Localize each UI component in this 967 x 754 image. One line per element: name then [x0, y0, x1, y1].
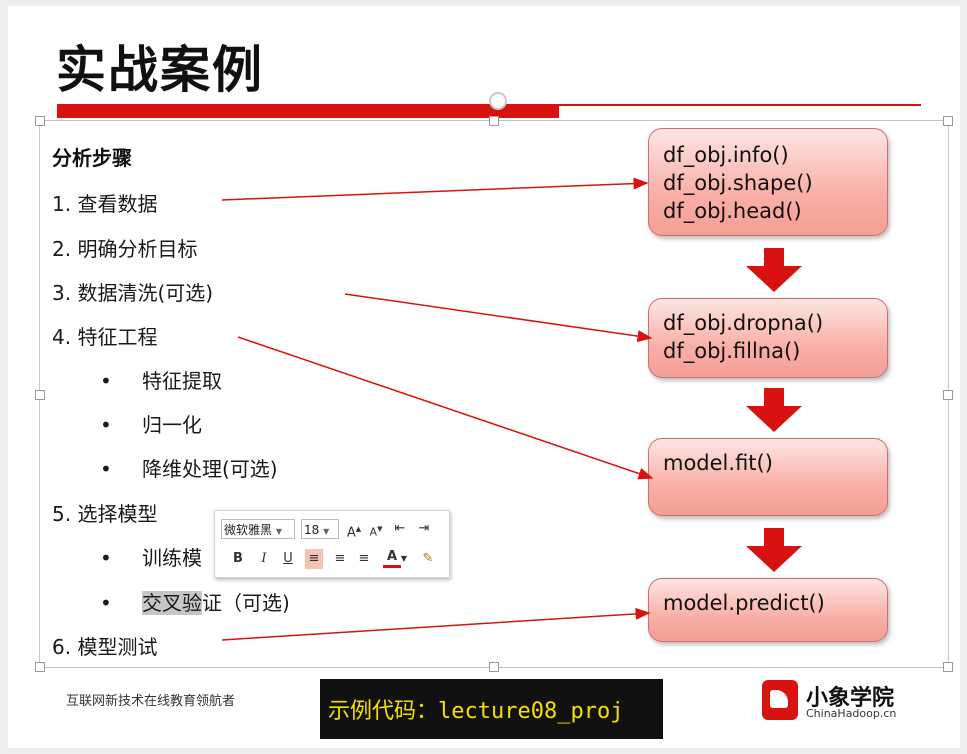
resize-handle-top-right[interactable]: [943, 116, 953, 126]
arrow-feature: [237, 336, 654, 480]
align-right-icon[interactable]: ≡: [358, 551, 370, 566]
title-underline-thin: [559, 104, 921, 106]
down-arrow-2: [746, 388, 802, 432]
resize-handle-bottom-right[interactable]: [943, 662, 953, 672]
code-box-fit: model.fit(): [648, 438, 888, 516]
align-left-icon[interactable]: ≡: [305, 549, 323, 569]
code-box-cleaning: df_obj.dropna() df_obj.fillna(): [648, 298, 888, 378]
italic-button[interactable]: I: [261, 551, 267, 566]
bold-button[interactable]: B: [233, 551, 243, 566]
footer-code-text: 示例代码：lecture08_proj: [328, 699, 624, 724]
footer-tagline: 互联网新技术在线教育领航者: [66, 694, 236, 709]
resize-handle-top[interactable]: [489, 116, 499, 126]
sub-step-feature-extraction: •特征提取: [100, 369, 222, 393]
logo-name: 小象学院: [806, 686, 895, 711]
steps-heading: 分析步骤: [52, 146, 132, 170]
format-painter-icon[interactable]: ✎: [422, 551, 434, 566]
mini-format-toolbar: 微软雅黑 ▼ 18 ▼ A▲ A▼ ⇤ ⇥ B I U ≡ ≡ ≡ A ▼ ✎: [214, 510, 450, 578]
step-feature-engineering: 4. 特征工程: [52, 325, 158, 349]
sub-step-dim-reduction: •降维处理(可选): [100, 457, 278, 481]
arrow-view-data: [221, 177, 649, 201]
slide-title: 实战案例: [56, 41, 264, 99]
title-underline-thick: [57, 104, 559, 118]
step-model-testing: 6. 模型测试: [52, 635, 158, 659]
resize-handle-right[interactable]: [943, 390, 953, 400]
font-name-select[interactable]: 微软雅黑 ▼: [221, 519, 295, 539]
font-color-button[interactable]: A: [383, 547, 401, 568]
arrow-cleaning: [344, 293, 653, 343]
chevron-down-icon: ▼: [323, 527, 330, 536]
step-define-goal: 2. 明确分析目标: [52, 237, 198, 261]
grow-font-button[interactable]: A▲: [346, 525, 362, 541]
step-select-model: 5. 选择模型: [52, 502, 158, 526]
sub-step-cross-validation: •交叉验证（可选): [100, 591, 290, 615]
resize-handle-top-left[interactable]: [35, 116, 45, 126]
font-size-select[interactable]: 18 ▼: [301, 519, 339, 539]
down-arrow-1: [746, 248, 802, 292]
resize-handle-left[interactable]: [35, 390, 45, 400]
footer-code-banner: [320, 679, 663, 739]
arrow-test: [221, 607, 651, 641]
step-data-cleaning: 3. 数据清洗(可选): [52, 281, 214, 305]
underline-button[interactable]: U: [283, 551, 293, 566]
sub-step-normalization: •归一化: [100, 413, 202, 437]
align-center-icon[interactable]: ≡: [334, 551, 346, 566]
selected-text: 交叉验: [142, 591, 202, 615]
elephant-logo-icon: [762, 680, 798, 720]
increase-indent-icon[interactable]: ⇥: [418, 521, 430, 536]
code-box-predict: model.predict(): [648, 578, 888, 642]
code-box-inspect: df_obj.info() df_obj.shape() df_obj.head…: [648, 128, 888, 236]
step-view-data: 1. 查看数据: [52, 192, 158, 216]
rotate-handle[interactable]: [489, 92, 507, 110]
down-arrow-3: [746, 528, 802, 572]
sub-step-train-model: •训练模: [100, 546, 202, 570]
logo-url: ChinaHadoop.cn: [806, 707, 897, 720]
resize-handle-bottom-left[interactable]: [35, 662, 45, 672]
decrease-indent-icon[interactable]: ⇤: [394, 521, 406, 536]
chevron-down-icon[interactable]: ▼: [400, 554, 408, 563]
shrink-font-button[interactable]: A▼: [369, 525, 383, 539]
chevron-down-icon: ▼: [275, 527, 282, 536]
resize-handle-bottom[interactable]: [489, 662, 499, 672]
